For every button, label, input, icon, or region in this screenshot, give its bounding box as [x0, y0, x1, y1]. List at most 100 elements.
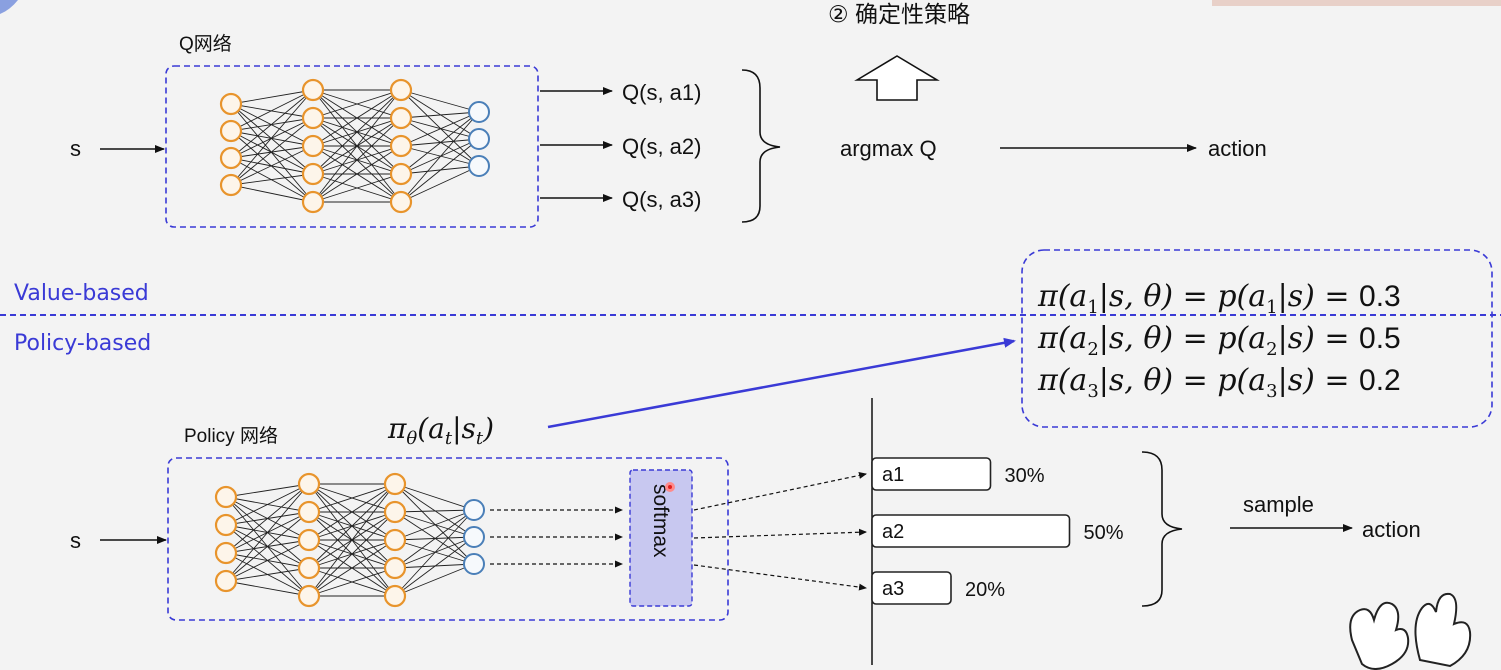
- hidden-node: [389, 162, 413, 186]
- network-edge: [230, 89, 314, 159]
- bar-category-label: a1: [882, 464, 904, 486]
- network-edge: [230, 89, 314, 105]
- sample-label: sample: [1243, 492, 1314, 517]
- output-node: [463, 526, 485, 548]
- output-node: [463, 553, 485, 575]
- to-bar-arrow-3: [693, 564, 867, 591]
- bottom-input-label: s: [70, 528, 81, 553]
- network-edge: [312, 89, 402, 147]
- policy-formula: πθ(at|st): [387, 412, 494, 449]
- corner-decoration: [0, 0, 18, 14]
- hidden-node: [297, 584, 321, 608]
- output-node: [468, 128, 490, 150]
- network-edge: [225, 483, 310, 582]
- network-edge: [230, 173, 314, 186]
- hidden-node: [301, 106, 325, 130]
- q-output-2: Q(s, a2): [622, 134, 701, 159]
- value-based-label: Value-based: [14, 281, 149, 306]
- network-edge: [394, 483, 475, 511]
- network-edge: [312, 89, 402, 203]
- network-edge: [394, 509, 475, 541]
- network-edge: [394, 509, 475, 569]
- network-edge: [308, 483, 396, 597]
- policy-network-box: [167, 457, 729, 621]
- network-edge: [230, 157, 314, 203]
- cursor-dot-center: [668, 485, 672, 489]
- network-edge: [394, 483, 475, 538]
- probability-equation: π(a1|s, θ) = p(a1|s) = 0.3: [1037, 279, 1401, 318]
- hidden-node: [297, 500, 321, 524]
- hidden-node: [389, 190, 413, 214]
- network-edge: [400, 89, 480, 167]
- network-edge: [312, 173, 402, 203]
- network-edge: [400, 117, 480, 167]
- q-output-3: Q(s, a3): [622, 187, 701, 212]
- network-edge: [225, 511, 310, 582]
- hidden-node: [301, 190, 325, 214]
- up-arrow-icon: [854, 55, 940, 101]
- bar-a2: [871, 514, 1071, 548]
- network-edge: [230, 103, 314, 147]
- output-node: [468, 101, 490, 123]
- to-bar-arrow-1: [693, 472, 867, 511]
- bar-category-label: a3: [882, 578, 904, 600]
- network-edge: [394, 511, 475, 538]
- policy-based-label: Policy-based: [14, 331, 151, 356]
- hand-doodle-icon: [1349, 592, 1472, 670]
- network-edge: [400, 89, 480, 140]
- network-edge: [400, 117, 480, 140]
- network-edge: [400, 138, 480, 203]
- network-edge: [308, 511, 396, 597]
- q-output-1: Q(s, a1): [622, 80, 701, 105]
- network-edge: [394, 563, 475, 597]
- policy-pointer-arrow: [547, 337, 1016, 429]
- network-edge: [230, 184, 314, 203]
- top-input-label: s: [70, 136, 81, 161]
- bottom-brace: [1141, 451, 1183, 607]
- network-edge: [230, 145, 314, 186]
- network-edge: [225, 483, 310, 526]
- q-network-label: Q网络: [179, 33, 232, 55]
- hidden-node: [214, 541, 238, 565]
- hidden-node: [389, 134, 413, 158]
- network-edge: [400, 165, 480, 203]
- output-node: [468, 155, 490, 177]
- network-edge: [308, 483, 396, 513]
- network-edge: [308, 539, 396, 597]
- network-edge: [394, 483, 475, 565]
- hidden-node: [383, 556, 407, 580]
- network-edge: [225, 580, 310, 597]
- policy-network-label: Policy 网络: [184, 425, 278, 447]
- hidden-node: [214, 485, 238, 509]
- hidden-node: [301, 162, 325, 186]
- probability-equation: π(a2|s, θ) = p(a2|s) = 0.5: [1037, 321, 1401, 360]
- hidden-node: [297, 528, 321, 552]
- network-edge: [308, 483, 396, 541]
- to-bar-arrow-2: [693, 528, 867, 539]
- top-action-label: action: [1208, 136, 1267, 161]
- equation-box: [1021, 249, 1493, 428]
- network-edge: [400, 111, 480, 175]
- q-network-box: [165, 65, 539, 228]
- network-edge: [230, 117, 314, 186]
- hidden-node: [383, 528, 407, 552]
- bar-a1: [871, 457, 992, 491]
- hidden-node: [219, 119, 243, 143]
- bar-value-label: 50%: [1084, 522, 1124, 544]
- hidden-node: [301, 78, 325, 102]
- bar-category-label: a2: [882, 521, 904, 543]
- network-edge: [308, 567, 396, 597]
- policy-network: [214, 472, 485, 608]
- probability-equations: π(a1|s, θ) = p(a1|s) = 0.3π(a2|s, θ) = p…: [1037, 279, 1401, 402]
- network-edge: [230, 89, 314, 132]
- network-edge: [400, 111, 480, 147]
- network-edge: [230, 103, 314, 175]
- network-edge: [230, 89, 314, 186]
- webcam-thumbnail: [1212, 0, 1501, 6]
- network-edge: [230, 130, 314, 203]
- network-edge: [312, 117, 402, 203]
- network-edge: [230, 130, 314, 175]
- hidden-node: [214, 513, 238, 537]
- network-edge: [394, 539, 475, 565]
